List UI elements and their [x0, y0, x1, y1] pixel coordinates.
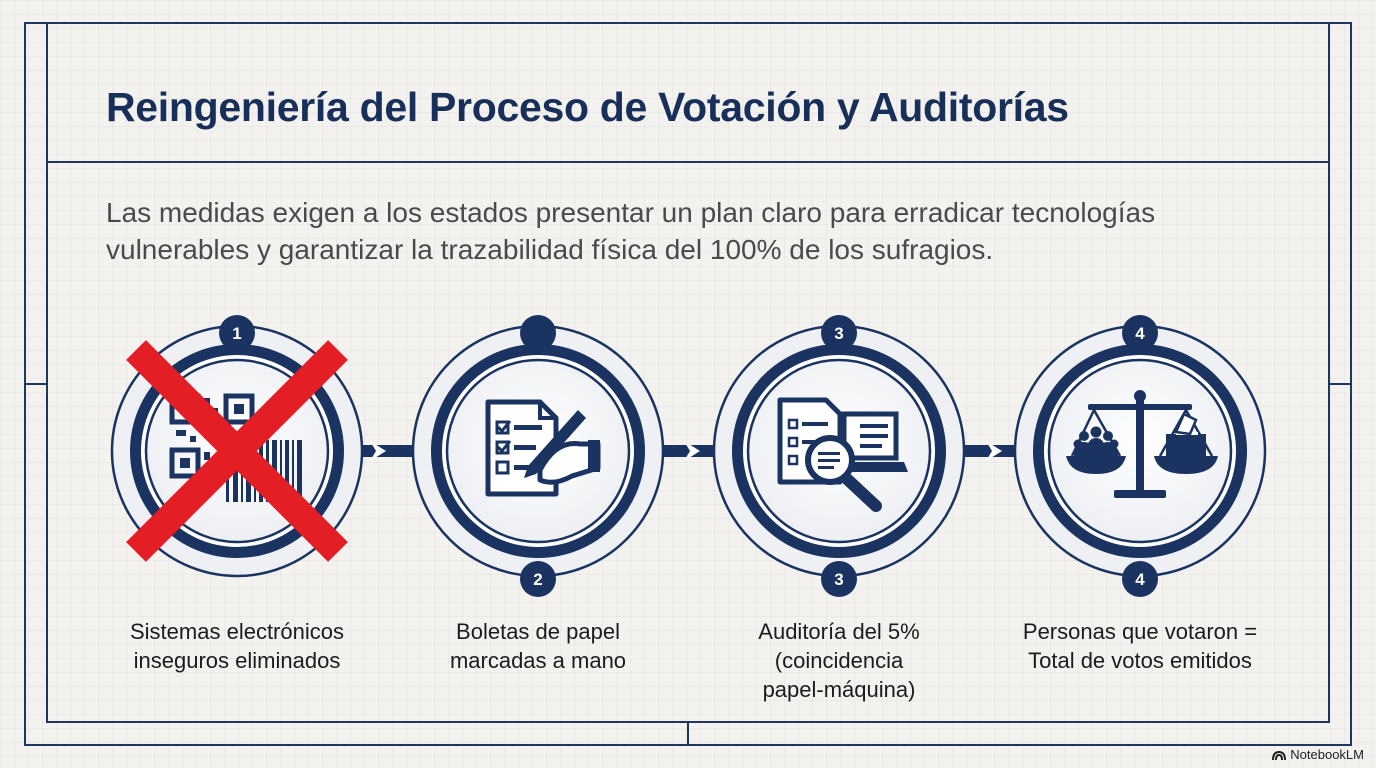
step-2-label: Boletas de papel marcadas a mano: [398, 617, 678, 675]
audit-magnifier-icon: [777, 397, 908, 512]
step-2-bottom-badge: [520, 561, 556, 597]
frame-inner-right: [1328, 22, 1330, 722]
frame-tick-left: [26, 383, 46, 385]
step-4-bottom-badge: [1122, 561, 1158, 597]
page-title: Reingeniería del Proceso de Votación y A…: [106, 84, 1069, 130]
balance-scale-icon: [1066, 390, 1218, 498]
frame-right: [1350, 22, 1352, 746]
page-subtitle: Las medidas exigen a los estados present…: [106, 197, 1156, 265]
notebooklm-logo-icon: [1272, 750, 1287, 760]
brand-watermark: NotebookLM: [1272, 747, 1364, 762]
connector-2-3: [660, 441, 718, 461]
step-4-top-badge: [1122, 315, 1158, 351]
frame-inner-left: [46, 22, 48, 722]
connector-3-4: [962, 441, 1020, 461]
brand-name: NotebookLM: [1290, 747, 1364, 762]
step-1-label-line-1: Sistemas electrónicos: [130, 619, 344, 644]
step-4-label-line-1: Personas que votaron =: [1022, 619, 1258, 644]
frame-top: [24, 22, 1352, 24]
step-2-bottom-number: 2: [533, 570, 542, 589]
step-1-label-line-2: inseguros eliminados: [133, 648, 341, 673]
step-3-label-line-2: (coincidencia: [774, 648, 904, 673]
frame-inner-bottom: [46, 721, 1330, 723]
step-2-label-line-2: marcadas a mano: [449, 648, 627, 673]
frame-tick-right: [1330, 383, 1350, 385]
step-4-label-line-2: Total de votos emitidos: [1028, 648, 1252, 673]
frame-tick-bottom: [687, 723, 689, 744]
step-1-top-badge: [219, 315, 255, 351]
step-1-label: Sistemas electrónicos inseguros eliminad…: [97, 617, 377, 675]
connector-1-2: [358, 441, 416, 461]
step-3-label: Auditoría del 5% (coincidencia papel-máq…: [699, 617, 979, 704]
step-3-bottom-number: 3: [834, 570, 843, 589]
step-3-top-badge: [821, 315, 857, 351]
frame-bottom: [24, 744, 1352, 746]
step-3-label-line-1: Auditoría del 5%: [758, 619, 920, 644]
step-3-label-line-3: papel-máquina): [762, 677, 916, 702]
step-2-top-badge: [520, 315, 556, 351]
frame-left: [24, 22, 26, 746]
step-4-label: Personas que votaron = Total de votos em…: [1000, 617, 1280, 675]
red-cross-mark: [126, 340, 348, 562]
title-divider: [46, 161, 1330, 163]
step-3-bottom-badge: [821, 561, 857, 597]
step-3-top-number: 3: [834, 324, 843, 343]
hand-marking-ballot-icon: [485, 399, 601, 497]
step-1-top-number: 1: [232, 324, 241, 343]
step-4-top-number: 4: [1135, 324, 1145, 343]
step-2-label-line-1: Boletas de papel: [456, 619, 620, 644]
step-4-bottom-number: 4: [1135, 570, 1145, 589]
